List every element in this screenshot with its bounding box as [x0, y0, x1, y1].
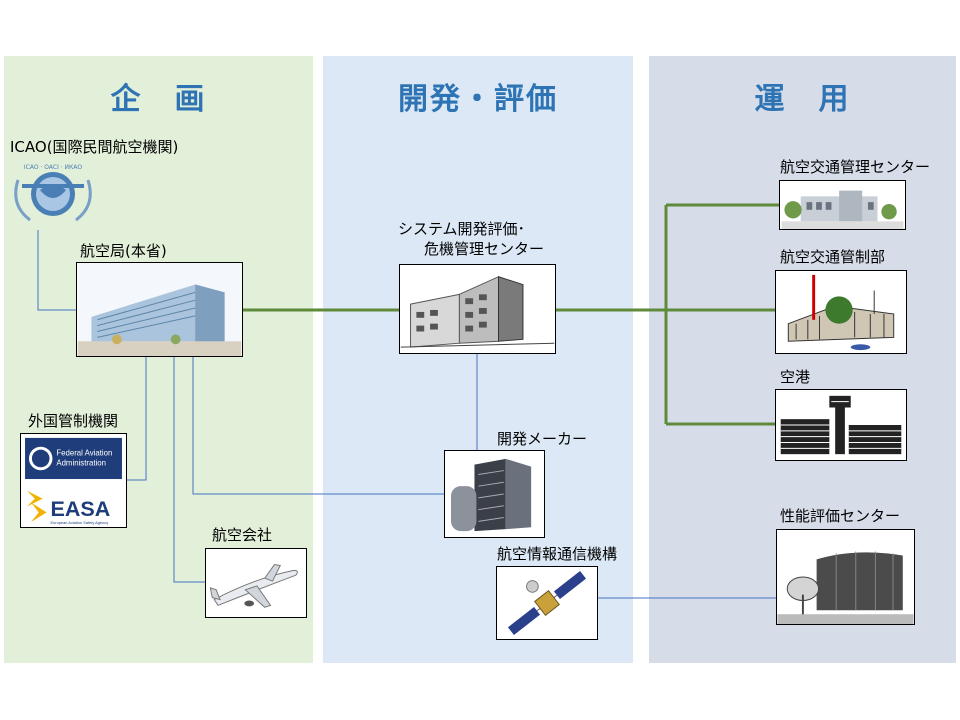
- label-acc: 航空交通管制部: [780, 248, 886, 266]
- column-title-development: 開発・評価: [398, 82, 558, 117]
- jcab-building-image: [76, 262, 243, 357]
- label-airport: 空港: [780, 368, 811, 386]
- label-atm-center: 航空交通管理センター: [780, 158, 931, 176]
- label-airline: 航空会社: [212, 526, 273, 544]
- easa-subtext: European Aviation Safety Agency: [50, 520, 108, 525]
- acc-building-image: [775, 270, 907, 354]
- airport-tower-image: [775, 389, 907, 461]
- icao-emblem: ICAO · OACI · ИКАО: [8, 160, 98, 230]
- label-jcab: 航空局(本省): [80, 242, 167, 260]
- airline-plane-image: [205, 548, 307, 618]
- atm-center-image: [779, 180, 906, 230]
- column-title-planning: 企 画: [110, 82, 207, 117]
- perf-center-image: [776, 529, 915, 625]
- label-maker: 開発メーカー: [497, 430, 588, 448]
- label-center-line1: システム開発評価･: [398, 220, 526, 238]
- label-center-line2: 危機管理センター: [424, 240, 545, 258]
- maker-building-image: [444, 450, 545, 538]
- enri-satellite-image: [496, 566, 598, 640]
- label-foreign-atc: 外国管制機関: [28, 412, 119, 430]
- foreign-atc-logos: Federal Aviation Administration EASA Eur…: [20, 433, 127, 528]
- label-icao: ICAO(国際民間航空機関): [10, 138, 179, 156]
- icao-ring-text: ICAO · OACI · ИКАО: [24, 164, 83, 171]
- label-perf-center: 性能評価センター: [780, 507, 901, 525]
- label-enri: 航空情報通信機構: [497, 545, 618, 563]
- faa-line2: Administration: [56, 458, 106, 467]
- faa-line1: Federal Aviation: [56, 449, 112, 458]
- center-building-image: [399, 264, 556, 354]
- easa-text: EASA: [50, 497, 110, 521]
- column-title-operation: 運 用: [754, 82, 851, 117]
